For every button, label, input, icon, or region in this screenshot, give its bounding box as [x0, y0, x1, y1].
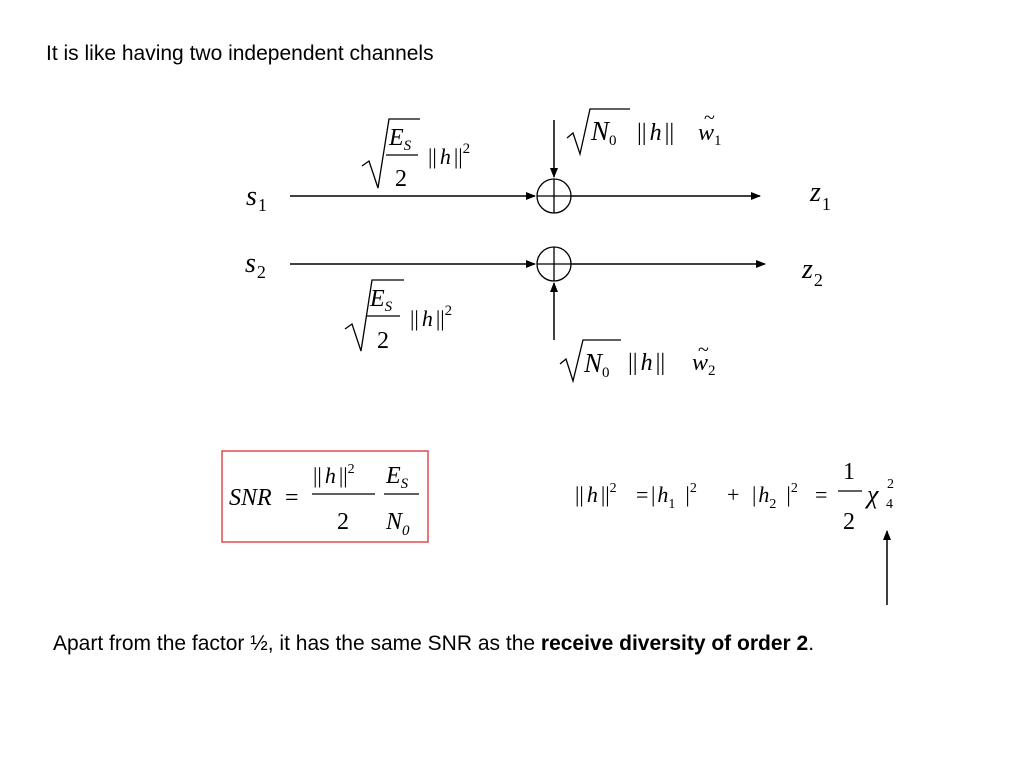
footer-text: Apart from the factor ½, it has the same… [53, 632, 814, 656]
svg-text:SNR: SNR [229, 485, 272, 511]
output-z2: z2 [801, 254, 823, 290]
noise-label-1: N0 ||h|| ~ w1 [566, 107, 722, 157]
svg-text:~: ~ [698, 339, 709, 361]
svg-text:2: 2 [377, 328, 389, 354]
noise-label-2: N0 ||h|| ~ w2 [559, 339, 716, 384]
svg-text:ES: ES [369, 286, 393, 315]
svg-text:N0: N0 [385, 509, 410, 539]
svg-text:||h||2: ||h||2 [428, 141, 470, 169]
svg-text:|h1|2: |h1|2 [651, 481, 697, 512]
svg-text:||h||2: ||h||2 [575, 481, 617, 507]
svg-text:||h||: ||h|| [637, 120, 674, 146]
output-z1: z1 [809, 177, 831, 214]
svg-text:=: = [636, 482, 648, 507]
svg-text:=: = [815, 482, 827, 507]
footer-bold: receive diversity of order 2 [540, 632, 809, 655]
svg-text:=: = [285, 485, 299, 511]
svg-text:w2: w2 [692, 350, 716, 379]
snr-box [221, 450, 429, 543]
svg-text:N0: N0 [590, 116, 617, 149]
footer-suffix: . [808, 632, 815, 655]
gain-label-1: ES 2 ||h||2 [361, 118, 470, 192]
input-s2: s2 [245, 248, 266, 282]
svg-text:|h2|2: |h2|2 [752, 481, 798, 512]
slide-title: It is like having two independent channe… [46, 42, 434, 65]
snr-formula: SNR = ||h||2 2 ES N0 [221, 450, 429, 543]
svg-text:1: 1 [843, 459, 855, 485]
gain-label-2: ES 2 ||h||2 [344, 279, 452, 354]
svg-text:4: 4 [886, 497, 893, 512]
svg-text:2: 2 [843, 509, 855, 535]
channel-2: s2 z2 ES 2 ||h||2 N0 ||h|| ~ w2 [245, 246, 823, 384]
adder-1 [536, 178, 572, 214]
svg-text:2: 2 [887, 477, 894, 492]
svg-text:||h||: ||h|| [628, 350, 665, 376]
svg-text:w1: w1 [698, 120, 722, 149]
svg-text:ES: ES [385, 463, 409, 492]
norm-formula: ||h||2 = |h1|2 + |h2|2 = 1 2 χ 2 4 [575, 459, 894, 605]
svg-text:||h||2: ||h||2 [313, 462, 355, 488]
footer-prefix: Apart from the factor ½, it has the same… [53, 632, 541, 655]
svg-text:2: 2 [337, 509, 349, 535]
svg-text:N0: N0 [583, 348, 610, 381]
svg-text:||h||2: ||h||2 [410, 303, 452, 331]
channel-1: s1 z1 ES 2 ||h||2 N0 ||h|| ~ w1 [246, 107, 831, 215]
svg-text:ES: ES [388, 125, 412, 154]
input-s1: s1 [246, 181, 267, 215]
svg-text:~: ~ [704, 107, 715, 129]
svg-text:+: + [727, 482, 739, 507]
adder-2 [536, 246, 572, 282]
svg-text:2: 2 [395, 166, 407, 192]
svg-text:χ: χ [864, 480, 879, 509]
